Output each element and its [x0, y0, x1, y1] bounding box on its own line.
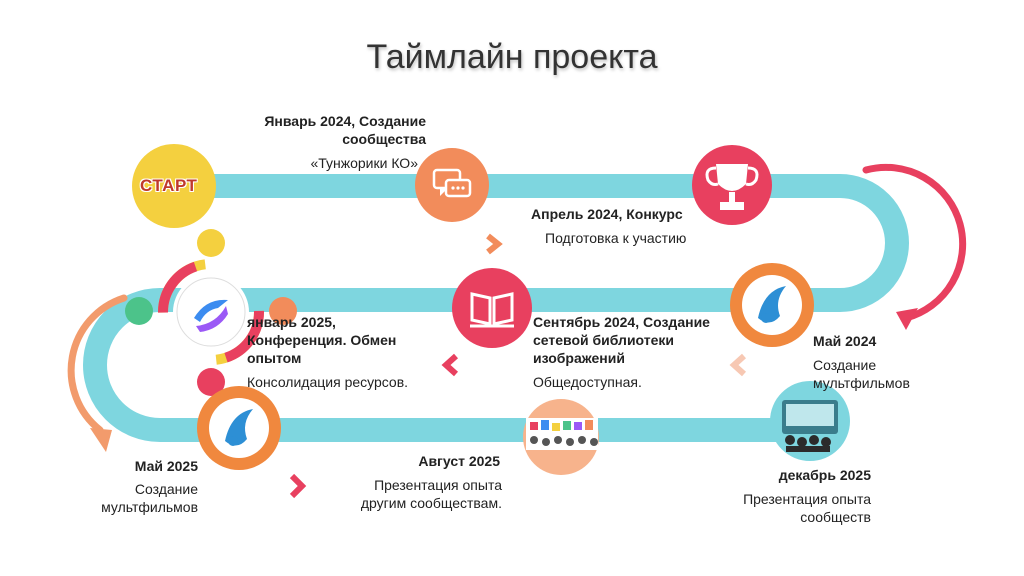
milestone-title: Январь 2024, Создание сообщества — [264, 113, 426, 147]
start-node — [132, 144, 216, 228]
milestone-title: Август 2025 — [418, 453, 500, 469]
milestone-title: январь 2025, Конференция. Обмен опытом — [247, 314, 397, 366]
chat-icon — [415, 148, 489, 222]
milestone-desc: Презентация опыта сообществ — [743, 491, 871, 525]
milestone-desc: Презентация опыта другим сообществам. — [360, 477, 502, 511]
people-circle-icon — [125, 229, 297, 396]
chevron-left-icon — [441, 353, 459, 377]
milestone-title: Май 2024 — [813, 333, 877, 349]
presentation-icon — [523, 399, 599, 475]
chevron-left-icon — [729, 353, 747, 377]
milestone-desc: Создание мультфильмов — [813, 357, 910, 391]
curved-arrow-right — [862, 163, 967, 330]
milestone-title: Апрель 2024, Конкурс — [531, 206, 683, 222]
milestone-desc: Общедоступная. — [533, 374, 642, 390]
milestone-desc: Консолидация ресурсов. — [247, 374, 409, 390]
start-label: СТАРТ — [140, 176, 198, 195]
page-title: Таймлайн проекта — [366, 38, 658, 76]
festival-badge-icon — [730, 263, 814, 347]
milestone-desc: «Тунжорики КО» — [310, 155, 418, 171]
milestone-desc: Подготовка к участию — [545, 230, 687, 246]
conference-icon — [770, 381, 850, 461]
book-icon — [452, 268, 532, 348]
festival-badge-icon — [197, 386, 281, 470]
milestone-title: Май 2025 — [134, 458, 198, 474]
chevron-right-icon — [486, 233, 503, 255]
trophy-icon — [692, 145, 772, 225]
curved-arrow-left — [67, 294, 128, 452]
milestone-title: декабрь 2025 — [778, 467, 871, 483]
milestone-desc: Создание мультфильмов — [101, 481, 198, 515]
chevron-right-icon — [289, 473, 307, 499]
milestone-title: Сентябрь 2024, Создание сетевой библиоте… — [533, 314, 710, 366]
